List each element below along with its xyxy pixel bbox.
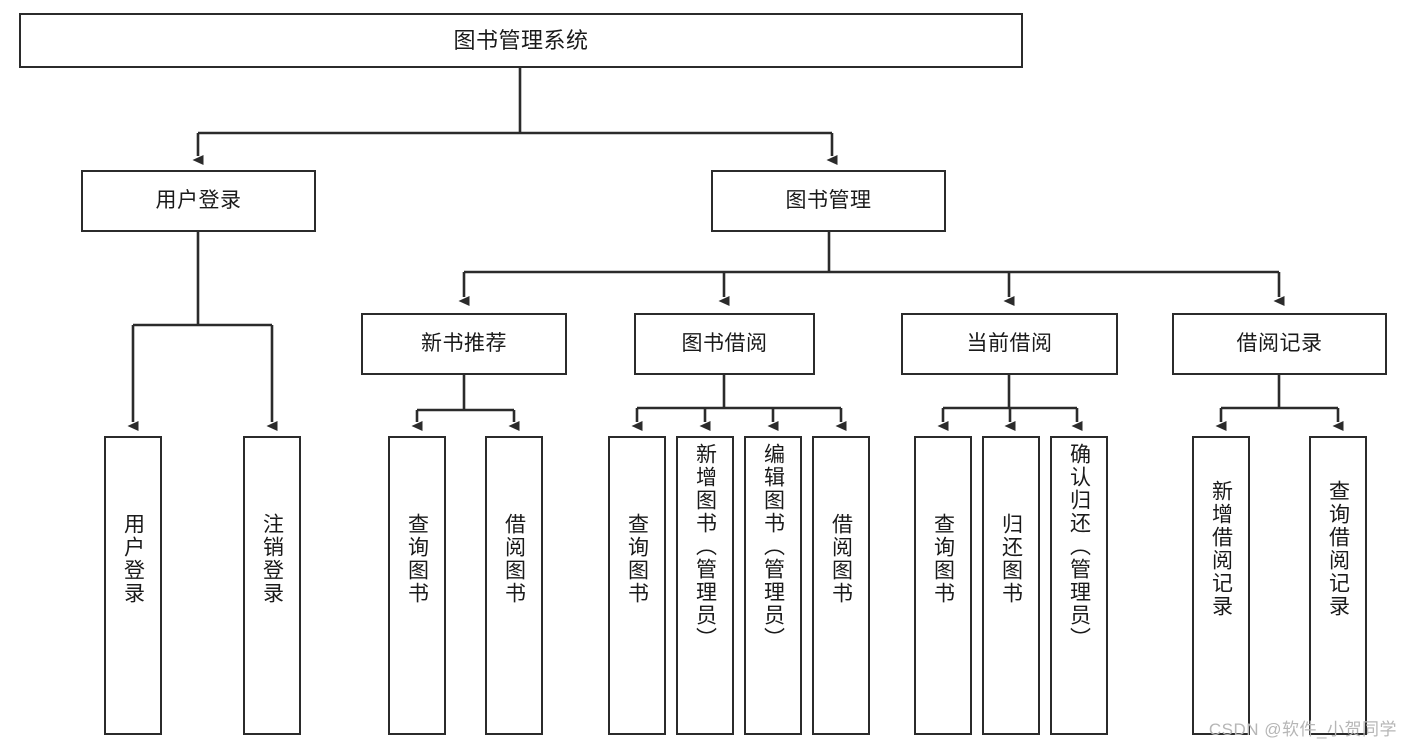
watermark-text: CSDN @软件_小贺同学: [1208, 720, 1397, 739]
node-leaf-add-borrow-record[interactable]: 新增借阅记录: [1192, 436, 1250, 735]
node-label: 借阅记录: [1236, 331, 1323, 355]
node-label: 借阅图书: [829, 513, 853, 605]
node-label: 当前借阅: [966, 331, 1053, 355]
node-current-borrow[interactable]: 当前借阅: [901, 313, 1118, 375]
node-leaf-user-login[interactable]: 用户登录: [104, 436, 162, 735]
node-label: 确认归还（管理员）: [1067, 443, 1091, 650]
node-leaf-return-book[interactable]: 归还图书: [982, 436, 1040, 735]
node-label: 用户登录: [121, 513, 145, 605]
node-label: 用户登录: [155, 188, 242, 212]
node-book-management[interactable]: 图书管理: [711, 170, 946, 232]
node-label: 注销登录: [260, 513, 284, 605]
node-leaf-borrow-book-new[interactable]: 借阅图书: [485, 436, 543, 735]
node-root-book-management-system[interactable]: 图书管理系统: [19, 13, 1023, 68]
node-label: 查询图书: [931, 513, 955, 605]
node-label: 借阅图书: [502, 513, 526, 605]
node-leaf-borrow-book[interactable]: 借阅图书: [812, 436, 870, 735]
node-borrow-record[interactable]: 借阅记录: [1172, 313, 1387, 375]
node-leaf-add-book-admin[interactable]: 新增图书（管理员）: [676, 436, 734, 735]
node-label: 新增图书（管理员）: [693, 443, 717, 650]
node-label: 新书推荐: [421, 331, 507, 355]
node-label: 编辑图书（管理员）: [761, 443, 785, 650]
node-book-borrow[interactable]: 图书借阅: [634, 313, 815, 375]
node-label: 查询图书: [625, 513, 649, 605]
node-leaf-query-book-new[interactable]: 查询图书: [388, 436, 446, 735]
node-leaf-logout[interactable]: 注销登录: [243, 436, 301, 735]
node-leaf-query-borrow-record[interactable]: 查询借阅记录: [1309, 436, 1367, 735]
node-leaf-query-book-borrow[interactable]: 查询图书: [608, 436, 666, 735]
node-leaf-query-book-current[interactable]: 查询图书: [914, 436, 972, 735]
node-label: 新增借阅记录: [1209, 480, 1233, 618]
node-label: 图书管理: [785, 188, 872, 212]
node-label: 归还图书: [999, 513, 1023, 605]
node-label: 查询图书: [405, 513, 429, 605]
node-leaf-edit-book-admin[interactable]: 编辑图书（管理员）: [744, 436, 802, 735]
node-new-book-recommend[interactable]: 新书推荐: [361, 313, 567, 375]
node-label: 图书借阅: [681, 331, 768, 355]
node-label: 图书管理系统: [453, 27, 589, 53]
node-user-login[interactable]: 用户登录: [81, 170, 316, 232]
node-leaf-confirm-return-admin[interactable]: 确认归还（管理员）: [1050, 436, 1108, 735]
node-label: 查询借阅记录: [1326, 480, 1350, 618]
